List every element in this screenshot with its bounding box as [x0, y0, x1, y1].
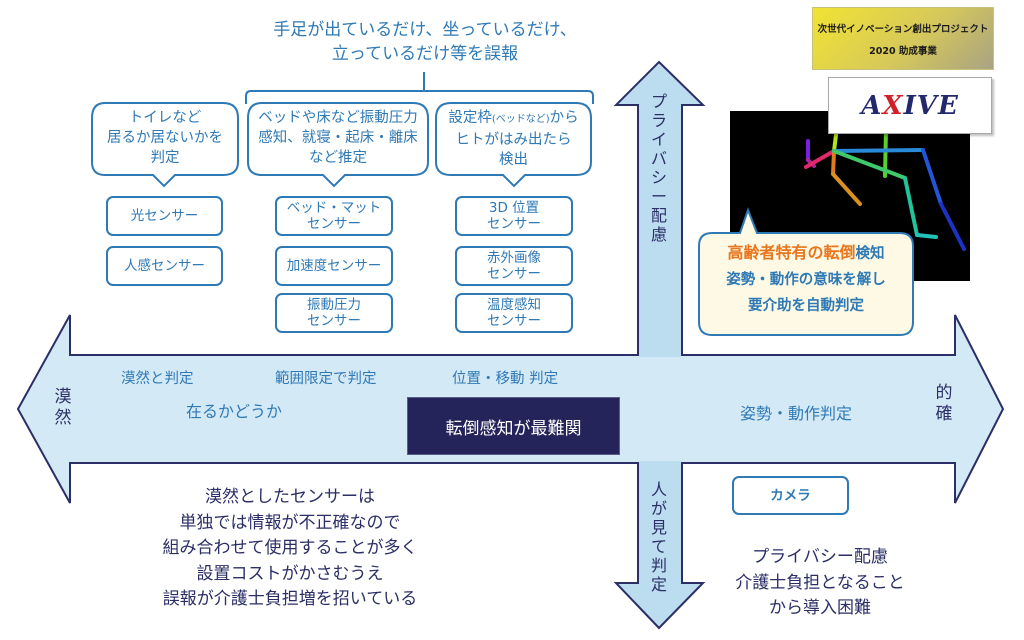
posture-label: 姿勢・動作判定 [740, 404, 853, 423]
bracket [245, 72, 594, 104]
sensor-temperature: 温度感知 センサー [455, 293, 573, 333]
sensor-accelerometer: 加速度センサー [275, 246, 393, 286]
bubble-toilet-text: トイレなど 居るか居ないかを 判定 [92, 108, 238, 168]
top-false-alarm-note: 手足が出ているだけ、坐っているだけ、 立っているだけ等を誤報 [240, 18, 610, 66]
skeleton-bone [883, 127, 888, 178]
sensor-label: センサー [487, 266, 541, 282]
bubble-bed-text: ベッドや床など振動圧力 感知、就寝・起床・離床 など推定 [248, 108, 428, 168]
logo-suffix: IVE [903, 90, 959, 121]
note-line: から導入困難 [769, 598, 871, 618]
sensor-label: ベッド・マット [286, 200, 382, 216]
note-line: 漠然としたセンサーは [205, 487, 375, 507]
skeleton-bone [831, 172, 862, 206]
note-line: 組み合わせて使用することが多く [162, 538, 418, 558]
sensor-label: センサー [487, 216, 541, 232]
sensor-3d-position: 3D 位置 センサー [455, 196, 573, 236]
human-judge-down-arrow [613, 462, 706, 630]
sensor-label: センサー [307, 216, 361, 232]
note-line: 誤報が介護士負担増を招いている [162, 589, 418, 609]
privacy-axis-label: プライバシー配慮 [650, 92, 667, 244]
skeleton-bone [832, 149, 907, 180]
note-line: プライバシー配慮 [752, 547, 888, 567]
sensor-label: 赤外画像 [487, 250, 541, 266]
logo-prefix: A [861, 90, 883, 121]
skeleton-bone [832, 148, 925, 153]
sensor-label: 3D 位置 [488, 200, 540, 216]
sensor-label: センサー [307, 313, 361, 329]
sensor-label: カメラ [770, 487, 811, 504]
bubble-line: 居るか居ないかを [107, 130, 223, 146]
callout-bubble-bed [247, 102, 429, 188]
bottom-right-note: プライバシー配慮 介護士負担となること から導入困難 [710, 545, 930, 622]
sensor-motion: 人感センサー [106, 246, 223, 286]
sensor-camera: カメラ [732, 476, 849, 515]
skeleton-bone [939, 202, 966, 251]
skeleton-bone [921, 148, 943, 206]
hardest-fall-detection-box: 転倒感知が最難関 [407, 397, 620, 455]
sensor-label: 人感センサー [124, 258, 205, 274]
callout-bubble-frame [435, 102, 592, 188]
sensor-label: センサー [487, 313, 541, 329]
ai-callout-highlight-tail: 検知 [855, 246, 885, 262]
bubble-line: ベッドや床など振動圧力 [258, 110, 418, 126]
sponsor-line-2: 2020 助成事業 [869, 45, 937, 57]
sensor-label: 振動圧力 [307, 297, 361, 313]
stage-label-position: 位置・移動 判定 [452, 371, 559, 387]
top-note-line: 立っているだけ等を誤報 [331, 44, 519, 64]
sensor-label: 温度感知 [487, 297, 541, 313]
bubble-line: 感知、就寝・起床・離床 [258, 130, 418, 146]
axis-left-end-label: 漠然 [54, 387, 72, 428]
sensor-bed-mat: ベッド・マット センサー [275, 196, 393, 236]
ai-callout-bubble [698, 207, 914, 336]
ai-callout-line-2: 姿勢・動作の意味を解し [726, 272, 886, 288]
bubble-line: ヒトがはみ出たら [455, 132, 572, 148]
bubble-line: トイレなど [128, 110, 202, 126]
top-note-line: 手足が出ているだけ、坐っているだけ、 [273, 20, 577, 40]
note-line: 介護士負担となること [735, 572, 905, 593]
note-line: 単独では情報が不正確なので [179, 512, 401, 533]
sensor-light: 光センサー [106, 196, 223, 236]
stage-label-range: 範囲限定で判定 [275, 371, 377, 387]
sensor-label: 光センサー [130, 208, 199, 224]
ai-callout-line-1: 高齢者特有の転倒検知 [699, 240, 913, 267]
presence-label: 在るかどうか [186, 402, 283, 421]
bubble-line: 判定 [150, 150, 180, 166]
skeleton-bone [903, 176, 919, 237]
sponsor-line-1: 次世代イノベーション創出プロジェクト [817, 23, 989, 35]
bubble-text-main: 設定枠 [448, 110, 492, 126]
sensor-infrared-image: 赤外画像 センサー [455, 246, 573, 286]
ai-fall-detection-callout: 高齢者特有の転倒検知 姿勢・動作の意味を解し 要介助を自動判定 [699, 240, 913, 319]
ai-callout-line-3: 要介助を自動判定 [748, 298, 864, 314]
bottom-left-note: 漠然としたセンサーは 単独では情報が不正確なので 組み合わせて使用することが多く… [100, 485, 480, 613]
ai-callout-highlight: 高齢者特有の転倒 [727, 243, 856, 262]
skeleton-bone [915, 233, 938, 239]
skeleton-bone [804, 149, 836, 169]
bubble-line: など推定 [309, 150, 367, 166]
bubble-line: 設定枠(ベッドなど)から [436, 108, 591, 130]
axis-right-end-label: 的確 [935, 383, 953, 424]
note-line: 設置コストがかさむうえ [196, 563, 384, 584]
callout-bubble-toilet [91, 102, 239, 188]
sensor-label: 加速度センサー [286, 258, 382, 274]
logo-x-mark: X [882, 90, 904, 121]
bubble-text-small: (ベッドなど) [491, 114, 550, 125]
stage-label-vague: 漠然と判定 [121, 371, 194, 387]
human-judge-axis-label: 人が見て判定 [650, 480, 667, 594]
bubble-frame-text: 設定枠(ベッドなど)から ヒトがはみ出たら 検出 [436, 108, 591, 170]
sponsor-badge: 次世代イノベーション創出プロジェクト 2020 助成事業 [812, 7, 994, 70]
sensor-vibration-pressure: 振動圧力 センサー [275, 293, 393, 333]
bubble-line: 検出 [499, 152, 528, 168]
bubble-text-tail: から [549, 110, 579, 126]
skeleton-bone [831, 149, 836, 176]
